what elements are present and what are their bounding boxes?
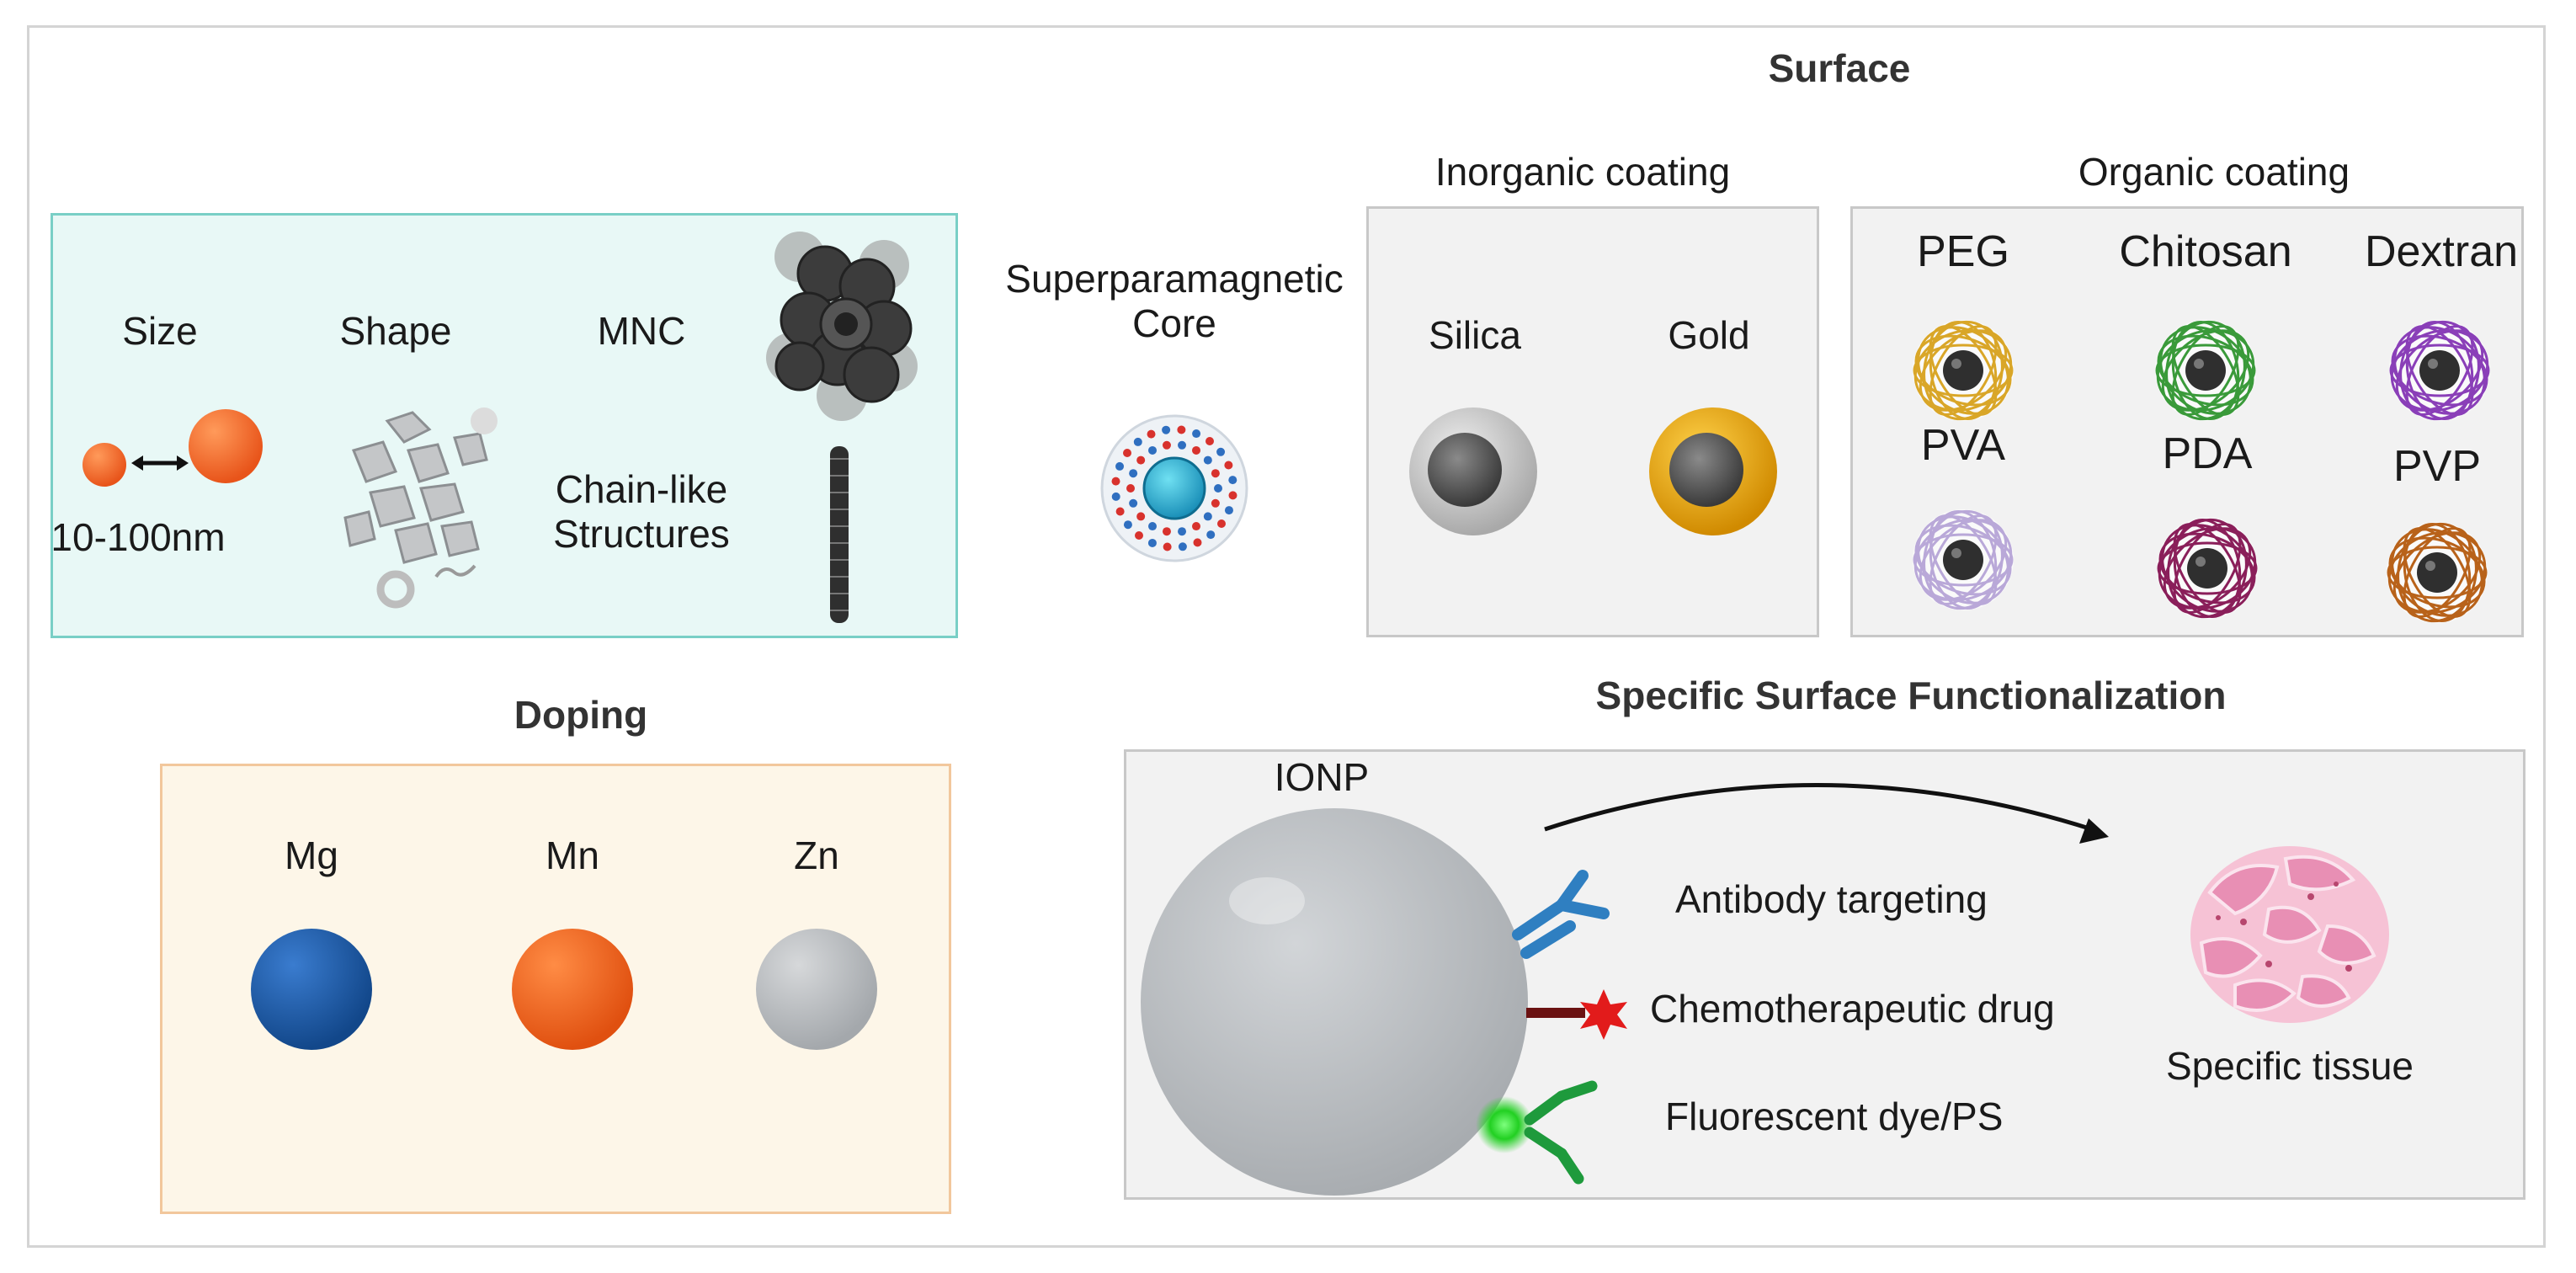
doping-label-mn: Mn [546, 834, 599, 877]
organic-particles [1913, 320, 2490, 623]
organic-particle-pvp [2387, 522, 2488, 623]
size-range-label: 10-100nm [51, 515, 226, 559]
fluorescent-dye-icon [1476, 1096, 1533, 1153]
mn-sphere [512, 929, 633, 1050]
organic-label-dextran: Dextran [2364, 227, 2519, 276]
silica-label: Silica [1429, 313, 1521, 357]
organic-label-pda: PDA [2162, 429, 2253, 478]
antibody-icon [1512, 870, 1610, 959]
doping-label-mg: Mg [285, 834, 338, 877]
figure-frame [27, 25, 2546, 1248]
targeting-arrow [1544, 783, 2093, 832]
size-comparison-icon [82, 409, 263, 487]
functionalization-illustration [1141, 783, 2389, 1196]
organic-particle-chitosan [2155, 320, 2256, 421]
superparamagnetic-core-icon [1100, 414, 1248, 562]
ionp-sphere [1141, 808, 1528, 1196]
zn-sphere [756, 929, 877, 1050]
specific-tissue-label: Specific tissue [2165, 1044, 2414, 1088]
surface-title: Surface [1768, 46, 1911, 90]
mnc-cluster-icon [766, 232, 918, 421]
doping-title: Doping [514, 693, 648, 737]
core-label: Superparamagnetic Core [1005, 257, 1344, 345]
drug-star-icon [1580, 989, 1627, 1040]
functionalization-title: Specific Surface Functionalization [1595, 674, 2227, 717]
inorganic-coating-title: Inorganic coating [1434, 150, 1731, 194]
organic-coating-title: Organic coating [2078, 150, 2350, 194]
organic-label-peg: PEG [1917, 227, 2009, 276]
gold-label: Gold [1668, 313, 1750, 357]
ionp-label: IONP [1274, 755, 1370, 799]
mnc-label: MNC [597, 309, 686, 353]
silica-particle-icon [1409, 407, 1537, 535]
fluorescent-dye-label: Fluorescent dye/PS [1665, 1095, 2004, 1138]
antibody-targeting-label: Antibody targeting [1675, 877, 1988, 921]
organic-particle-pva [1913, 509, 2014, 610]
chain-structure-icon [830, 446, 849, 623]
shape-label: Shape [339, 309, 452, 353]
chain-like-structures-label: Chain-like Structures [553, 467, 730, 556]
mg-sphere [251, 929, 372, 1050]
shape-crystals-icon [343, 407, 498, 609]
organic-particle-pda [2157, 518, 2258, 619]
organic-label-pva: PVA [1920, 421, 2006, 470]
organic-particle-dextran [2389, 320, 2490, 421]
gold-particle-icon [1649, 407, 1777, 535]
organic-label-chitosan: Chitosan [2119, 227, 2292, 276]
size-label: Size [122, 309, 198, 353]
specific-tissue-icon [2190, 846, 2389, 1023]
organic-particle-peg [1913, 320, 2014, 421]
doping-label-zn: Zn [794, 834, 839, 877]
organic-label-pvp: PVP [2392, 442, 2482, 491]
chemotherapeutic-drug-label: Chemotherapeutic drug [1650, 987, 2055, 1031]
doping-spheres [251, 929, 877, 1050]
